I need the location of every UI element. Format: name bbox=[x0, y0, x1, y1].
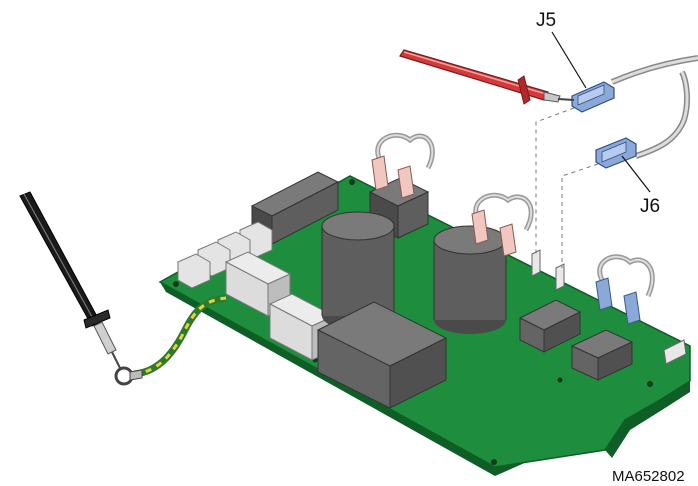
connection-guide-lines bbox=[535, 107, 599, 268]
relay-right-lower bbox=[570, 329, 634, 381]
transformer-block bbox=[316, 301, 448, 409]
ground-ring-terminal bbox=[114, 366, 143, 386]
j6-label: J6 bbox=[640, 196, 660, 217]
j5-label: J5 bbox=[536, 10, 556, 31]
relay-right-upper bbox=[518, 299, 582, 353]
ground-wire bbox=[133, 294, 227, 378]
j6-leader-line bbox=[621, 155, 651, 193]
terminal-tabs bbox=[531, 249, 687, 365]
figure-code: MA652802 bbox=[612, 468, 685, 485]
j5-leader-line bbox=[551, 31, 587, 89]
pink-connector-loop-middle bbox=[471, 192, 534, 257]
red-test-probe bbox=[399, 49, 575, 105]
j5-cable bbox=[571, 55, 698, 113]
black-test-probe bbox=[19, 191, 121, 369]
blue-connector-loop bbox=[595, 254, 655, 325]
pink-connector-loop-top bbox=[371, 132, 435, 199]
capacitor-right bbox=[433, 225, 507, 334]
j6-cable bbox=[595, 70, 691, 169]
